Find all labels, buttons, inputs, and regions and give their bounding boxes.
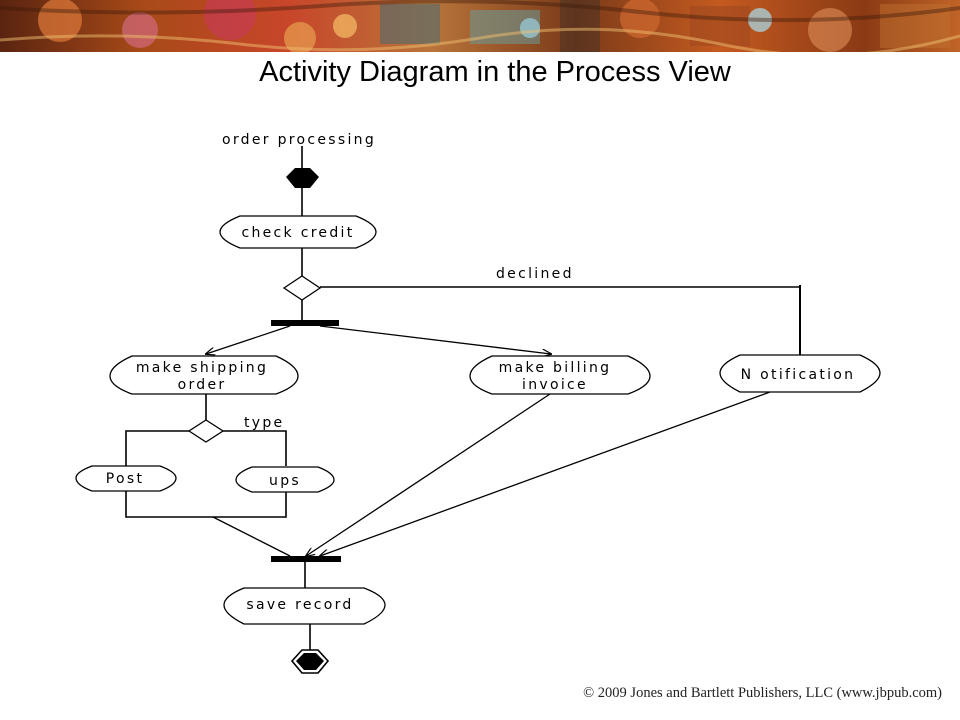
activity-ups [235, 466, 335, 493]
activity-label-notification: N otification [741, 367, 856, 383]
edge-merge-join [212, 516, 291, 557]
activity-label-billing-1: make billing [499, 360, 612, 376]
activity-label-check-credit: check credit [241, 225, 354, 241]
activity-label-shipping-2: order [178, 377, 227, 393]
edge-notification-join [320, 391, 771, 556]
declined-label: declined [496, 266, 574, 282]
activity-make-billing-invoice [469, 355, 651, 395]
copyright-notice: © 2009 Jones and Bartlett Publishers, LL… [583, 685, 942, 701]
activity-label-save-record: save record [246, 597, 353, 613]
edge-type-ups [223, 430, 287, 466]
initial-node [286, 168, 319, 188]
start-label: order processing [222, 132, 376, 148]
type-label: type [244, 415, 284, 431]
decision-credit [282, 275, 322, 301]
activity-notification [719, 354, 881, 393]
edge-fork-billing [319, 325, 551, 354]
activity-save-record [223, 587, 386, 625]
edge-fork-shipping [206, 325, 291, 354]
decision-type [187, 419, 225, 443]
final-node-inner [296, 653, 324, 670]
edge-type-post [125, 430, 189, 466]
activity-label-post: Post [106, 471, 145, 487]
activity-make-shipping-order [109, 355, 299, 395]
join-bar [271, 556, 341, 562]
activity-label-billing-2: invoice [522, 377, 588, 393]
activity-check-credit [219, 215, 377, 249]
edge-billing-join [306, 393, 551, 556]
activity-label-shipping-1: make shipping [136, 360, 268, 376]
edge-merge-shipping [125, 491, 287, 518]
fork-bar [271, 320, 339, 326]
activity-post [75, 465, 177, 492]
activity-label-ups: ups [269, 473, 301, 489]
decorative-banner [0, 0, 960, 52]
slide-title: Activity Diagram in the Process View [259, 56, 731, 88]
